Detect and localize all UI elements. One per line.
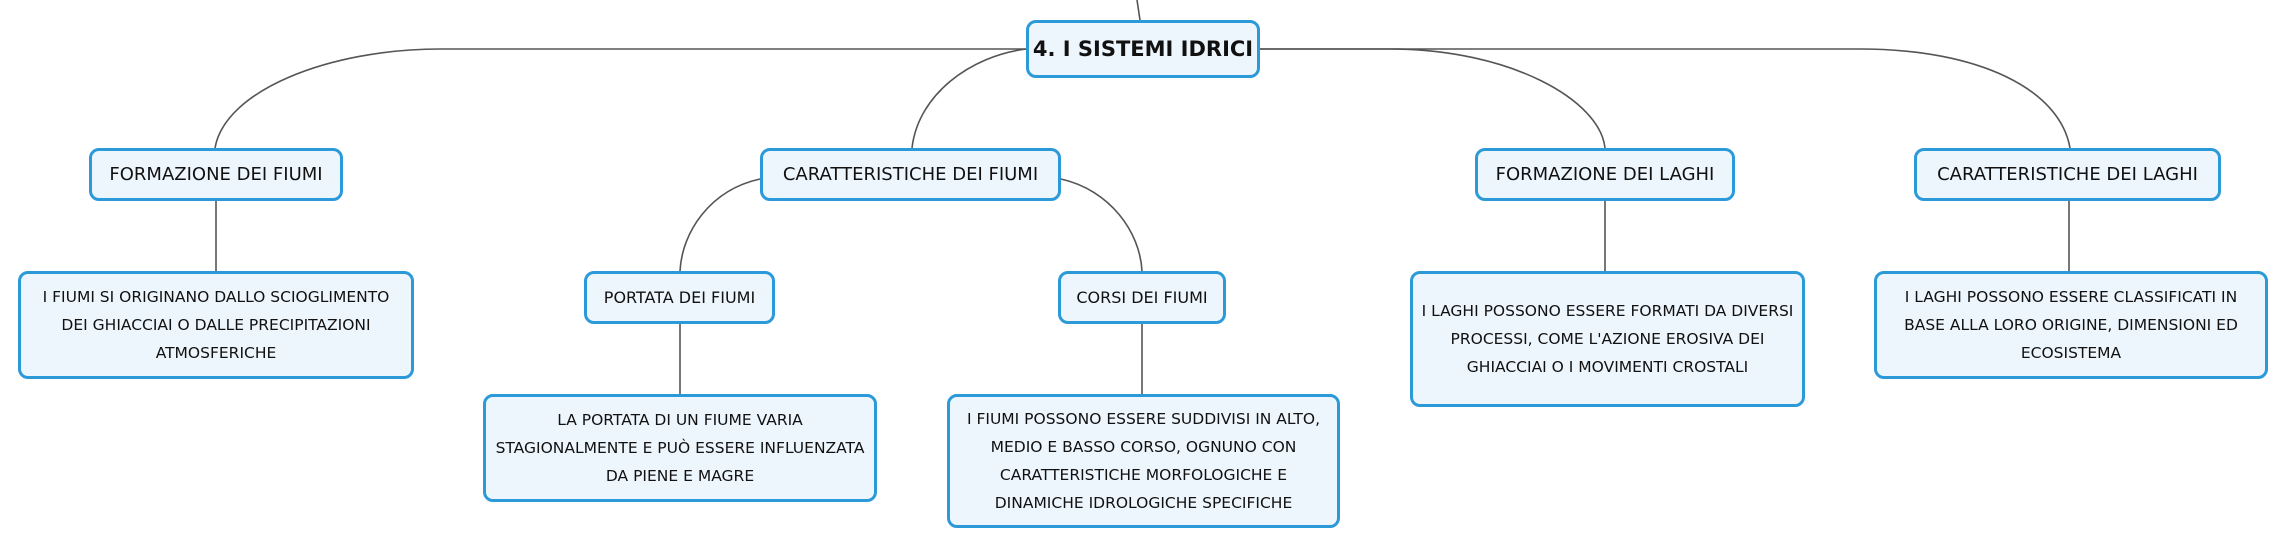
node-caratteristiche-dei-fiumi[interactable]: CARATTERISTICHE DEI FIUMI bbox=[760, 148, 1061, 201]
root-node[interactable]: 4. I SISTEMI IDRICI bbox=[1026, 20, 1260, 78]
node-portata-dei-fiumi[interactable]: PORTATA DEI FIUMI bbox=[584, 271, 775, 324]
connector-caratteristiche-portata bbox=[679, 178, 761, 272]
node-label: CARATTERISTICHE DEI LAGHI bbox=[1937, 164, 2198, 185]
root-label: 4. I SISTEMI IDRICI bbox=[1032, 37, 1254, 61]
detail-text: LA PORTATA DI UN FIUME VARIA STAGIONALME… bbox=[495, 411, 865, 485]
connector-parent-root bbox=[1136, 0, 1141, 21]
connector-root-caratteristiche-laghi bbox=[1259, 48, 2071, 149]
detail-caratteristiche-dei-laghi[interactable]: I LAGHI POSSONO ESSERE CLASSIFICATI IN B… bbox=[1874, 271, 2268, 379]
detail-portata-dei-fiumi[interactable]: LA PORTATA DI UN FIUME VARIA STAGIONALME… bbox=[483, 394, 877, 502]
connector-root-formazione-fiumi bbox=[214, 48, 1026, 149]
node-formazione-dei-fiumi[interactable]: FORMAZIONE DEI FIUMI bbox=[89, 148, 343, 201]
detail-formazione-dei-laghi[interactable]: I LAGHI POSSONO ESSERE FORMATI DA DIVERS… bbox=[1410, 271, 1805, 407]
detail-text: I FIUMI SI ORIGINANO DALLO SCIOGLIMENTO … bbox=[42, 288, 390, 362]
detail-text: I FIUMI POSSONO ESSERE SUDDIVISI IN ALTO… bbox=[966, 410, 1321, 512]
detail-corsi-dei-fiumi[interactable]: I FIUMI POSSONO ESSERE SUDDIVISI IN ALTO… bbox=[947, 394, 1340, 528]
detail-text: I LAGHI POSSONO ESSERE FORMATI DA DIVERS… bbox=[1421, 302, 1794, 376]
node-corsi-dei-fiumi[interactable]: CORSI DEI FIUMI bbox=[1058, 271, 1226, 324]
node-label: FORMAZIONE DEI FIUMI bbox=[109, 164, 323, 185]
node-formazione-dei-laghi[interactable]: FORMAZIONE DEI LAGHI bbox=[1475, 148, 1735, 201]
detail-formazione-dei-fiumi[interactable]: I FIUMI SI ORIGINANO DALLO SCIOGLIMENTO … bbox=[18, 271, 414, 379]
connector-caratteristiche-corsi bbox=[1060, 178, 1143, 272]
node-label: CORSI DEI FIUMI bbox=[1076, 288, 1208, 307]
node-label: CARATTERISTICHE DEI FIUMI bbox=[782, 164, 1039, 185]
connector-root-caratteristiche-fiumi bbox=[911, 48, 1027, 149]
node-label: PORTATA DEI FIUMI bbox=[603, 288, 756, 307]
node-label: FORMAZIONE DEI LAGHI bbox=[1495, 164, 1715, 185]
detail-text: I LAGHI POSSONO ESSERE CLASSIFICATI IN B… bbox=[1904, 288, 2238, 362]
node-caratteristiche-dei-laghi[interactable]: CARATTERISTICHE DEI LAGHI bbox=[1914, 148, 2221, 201]
connector-root-formazione-laghi bbox=[1259, 48, 1606, 149]
